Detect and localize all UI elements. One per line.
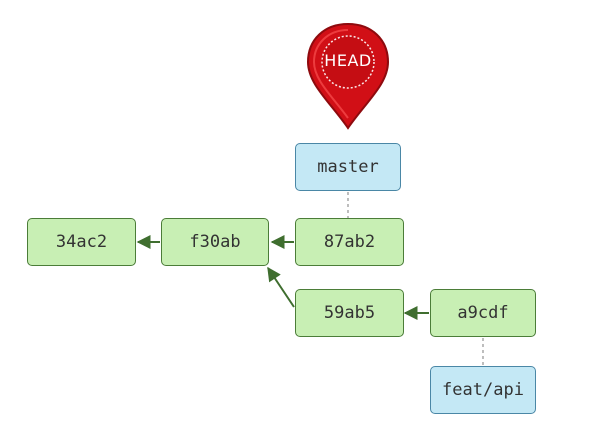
commit-87ab2[interactable]: 87ab2 xyxy=(295,218,404,266)
head-marker: HEAD xyxy=(302,18,394,136)
commit-f30ab[interactable]: f30ab xyxy=(161,218,269,266)
edge-59ab5-to-f30ab xyxy=(267,266,295,308)
head-label: HEAD xyxy=(324,51,372,70)
branch-master[interactable]: master xyxy=(295,143,401,191)
map-pin-icon xyxy=(306,22,390,130)
commit-a9cdf[interactable]: a9cdf xyxy=(430,289,536,337)
commit-59ab5[interactable]: 59ab5 xyxy=(295,289,404,337)
commit-34ac2[interactable]: 34ac2 xyxy=(27,218,136,266)
branch-feat-api[interactable]: feat/api xyxy=(430,366,536,414)
